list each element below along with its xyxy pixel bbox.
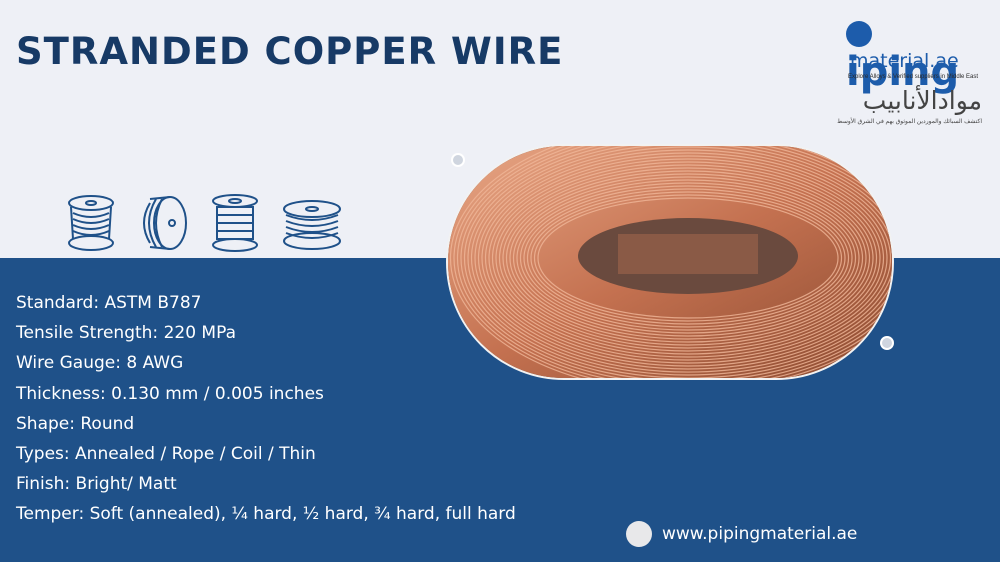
logo-arabic-tagline: اكتشف السبائك والموردين الموثوق بهم في ا… xyxy=(837,119,982,125)
website-link[interactable]: www.pipingmaterial.ae xyxy=(626,521,857,547)
site-logo[interactable]: iping material.ae Explore Alloys & Verif… xyxy=(837,12,986,132)
copper-coil-image xyxy=(448,146,892,378)
spec-shape: Shape: Round xyxy=(16,413,135,434)
spool-icon xyxy=(212,194,258,252)
spec-finish: Finish: Bright/ Matt xyxy=(16,474,177,495)
cable-reel-icon xyxy=(143,196,187,250)
website-url: www.pipingmaterial.ae xyxy=(662,524,858,544)
spec-tensile-strength: Tensile Strength: 220 MPa xyxy=(16,323,236,344)
spec-wire-gauge: Wire Gauge: 8 AWG xyxy=(16,353,184,374)
logo-wordmark: iping xyxy=(846,12,986,92)
spec-types: Types: Annealed / Rope / Coil / Thin xyxy=(16,443,316,464)
web-icon xyxy=(626,521,652,547)
spool-icon xyxy=(68,195,114,251)
frame-dot-top xyxy=(451,153,465,167)
frame-dot-bottom xyxy=(880,336,894,350)
spool-icons xyxy=(64,193,344,253)
logo-tagline: Explore Alloys & Verified suppliers in M… xyxy=(848,74,979,80)
globe-icon xyxy=(846,21,872,47)
spec-temper: Temper: Soft (annealed), ¼ hard, ½ hard,… xyxy=(16,504,516,525)
spec-thickness: Thickness: 0.130 mm / 0.005 inches xyxy=(16,383,324,404)
logo-arabic: موادالأنابيب xyxy=(862,86,982,115)
wire-coil-icon xyxy=(283,200,341,250)
copper-wire-photo xyxy=(446,144,894,380)
logo-domain: material.ae xyxy=(850,50,959,72)
page-title: STRANDED COPPER WIRE xyxy=(16,30,564,73)
spec-standard: Standard: ASTM B787 xyxy=(16,293,202,313)
spec-list: Standard: ASTM B787 Tensile Strength: 22… xyxy=(16,288,516,530)
